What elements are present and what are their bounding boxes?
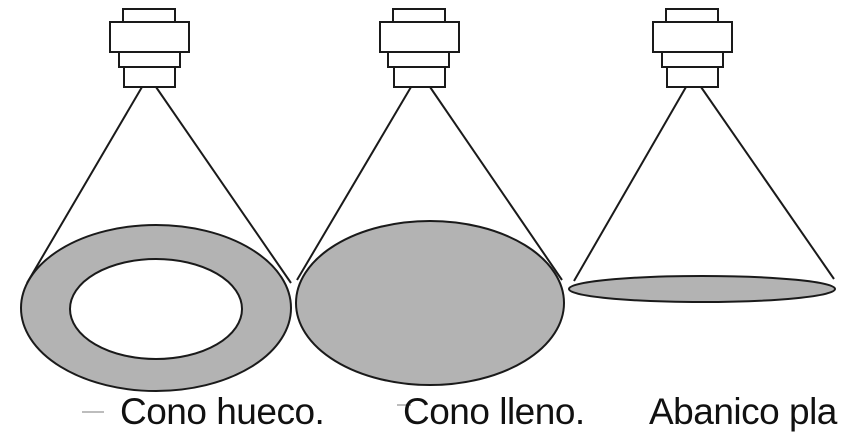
caption-hollow-cone: Cono hueco.: [120, 391, 325, 432]
caption-full-cone: Cono lleno.: [403, 391, 585, 432]
flat-fan-spray-lines: [573, 86, 835, 282]
caption-flat-fan: Abanico pla: [649, 391, 837, 432]
full-cone-nozzle: [379, 8, 460, 88]
scan-dash-2: [397, 404, 411, 406]
scan-dash-1: [82, 411, 104, 413]
flat-fan-nozzle: [652, 8, 733, 88]
full-cone-spray-lines: [296, 86, 563, 281]
flat-fan-pattern: [568, 275, 836, 303]
hollow-cone-nozzle: [109, 8, 190, 88]
full-cone-pattern: [295, 220, 565, 386]
hollow-cone-pattern: [20, 224, 292, 392]
hollow-cone-spray-lines: [26, 86, 292, 284]
